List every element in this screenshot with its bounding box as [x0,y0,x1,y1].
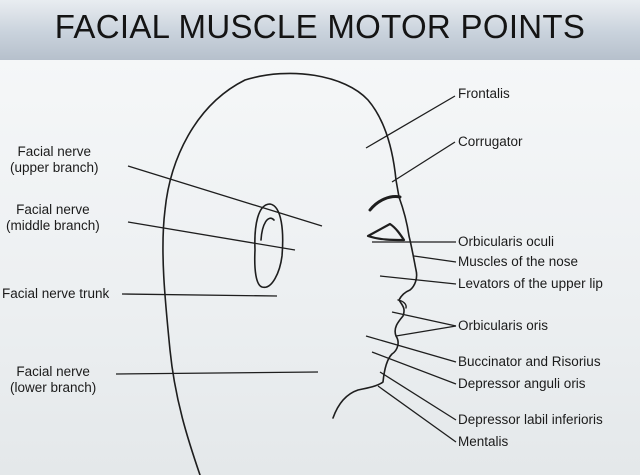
head-outline [162,72,400,475]
eye [366,222,406,242]
pointer-oris-upper [391,311,457,327]
label-depressor-anguli-oris: Depressor anguli oris [458,376,586,391]
label-levators-upper-lip: Levators of the upper lip [458,276,603,291]
label-nerve-middle-branch: Facial nerve (middle branch) [6,202,100,233]
pointer-nerve-trunk [121,293,278,297]
label-frontalis: Frontalis [458,86,510,101]
label-depressor-labii-inferioris: Depressor labil inferioris [458,412,603,427]
pointer-corrugator [391,141,456,183]
pointer-levators [379,275,457,285]
diagram-sheet [0,60,640,475]
pointer-depressor-labii [379,371,457,421]
label-orbicularis-oculi: Orbicularis oculi [458,234,555,249]
label-nerve-lower-branch: Facial nerve (lower branch) [10,364,97,395]
label-orbicularis-oris: Orbicularis oris [458,318,549,333]
pointer-nerve-upper [127,165,323,227]
label-mentalis: Mentalis [458,434,509,449]
ear-inner [260,217,275,241]
ear [253,203,284,288]
label-nerve-upper-branch: Facial nerve (upper branch) [10,144,99,175]
face-profile [332,196,418,419]
label-corrugator: Corrugator [458,134,523,149]
pointer-frontalis [365,95,456,149]
pointer-nose [413,255,457,263]
label-muscles-nose: Muscles of the nose [458,254,579,269]
eyebrow [368,195,402,212]
label-nerve-trunk: Facial nerve trunk [2,286,110,301]
pointer-depressor-anguli [371,351,457,385]
nostril [397,299,407,309]
pointer-nerve-middle [127,221,296,251]
label-buccinator-risorius: Buccinator and Risorius [458,354,601,369]
pointer-nerve-lower [115,371,319,375]
pointer-oris-lower [395,325,457,337]
title-bar: FACIAL MUSCLE MOTOR POINTS [0,0,640,60]
pointer-buccinator [365,335,457,363]
pointer-mentalis [377,385,457,443]
page-title: FACIAL MUSCLE MOTOR POINTS [54,8,586,45]
